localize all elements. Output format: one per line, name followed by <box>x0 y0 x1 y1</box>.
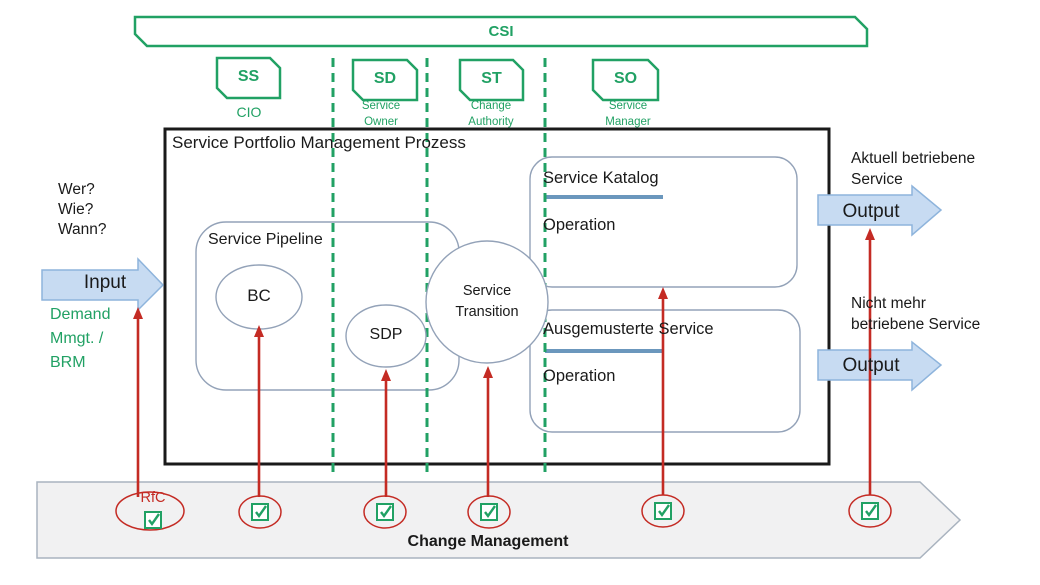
service-katalog-operation: Operation <box>543 216 616 234</box>
output-arrow-top <box>817 184 943 237</box>
arrow-to-bc <box>254 325 264 497</box>
bc-label: BC <box>247 286 271 305</box>
rfc-label: RfC <box>140 490 166 506</box>
checked-checkbox-icon <box>654 502 672 520</box>
badge-sd <box>351 58 419 102</box>
badge-ss-label: SS <box>237 68 260 85</box>
retired-service-title: Ausgemusterte Service <box>543 320 714 338</box>
checked-checkbox-icon <box>376 503 394 521</box>
role-label-change-authority: Change Authority <box>468 100 514 128</box>
badge-st <box>458 58 525 102</box>
service-katalog-underline <box>545 195 663 199</box>
rfc-ellipse <box>115 491 185 531</box>
badge-ss <box>215 56 282 100</box>
demand-line-1: Demand <box>50 306 111 323</box>
demand-line-3: BRM <box>50 354 86 371</box>
aktuell-line-2: Service <box>851 171 903 188</box>
checked-checkbox-icon <box>861 502 879 520</box>
sdp-ellipse <box>345 304 427 368</box>
change-management-arrow <box>36 481 962 559</box>
role-label-service-manager: Service Manager <box>605 100 651 128</box>
role-label-service-owner: Service Owner <box>361 100 401 128</box>
output-arrow-bottom-label: Output <box>842 355 900 376</box>
badge-so <box>591 58 660 102</box>
rfc-to-input-arrow <box>133 307 143 497</box>
badge-sd-label: SD <box>373 70 397 87</box>
question-wer: Wer? <box>58 181 95 198</box>
sdp-label: SDP <box>369 326 403 343</box>
service-transition-label-line2: Transition <box>455 304 519 320</box>
csi-label: CSI <box>488 23 514 40</box>
question-wie: Wie? <box>58 201 94 218</box>
service-katalog-box <box>529 156 798 288</box>
change-management-label: Change Management <box>407 533 569 550</box>
role-label-cio: CIO <box>236 104 262 120</box>
process-title: Service Portfolio Management Prozess <box>172 133 466 152</box>
service-katalog-title: Service Katalog <box>543 169 659 187</box>
retired-service-operation: Operation <box>543 367 616 385</box>
demand-line-2: Mmgt. / <box>50 330 104 347</box>
nicht-line-1: Nicht mehr <box>851 295 926 312</box>
input-arrow-label: Input <box>83 272 127 293</box>
service-transition-circle <box>425 240 549 364</box>
checked-checkbox-icon <box>251 503 269 521</box>
service-pipeline-label: Service Pipeline <box>208 231 323 248</box>
arrow-to-katalog <box>658 287 668 495</box>
badge-st-label: ST <box>481 70 502 87</box>
question-wann: Wann? <box>58 221 107 238</box>
checked-checkbox-icon <box>144 511 162 529</box>
output-arrow-top-label: Output <box>842 201 900 222</box>
nicht-line-2: betriebene Service <box>851 316 981 333</box>
csi-banner <box>133 15 869 48</box>
service-transition-label-line1: Service <box>462 283 512 299</box>
aktuell-line-1: Aktuell betriebene <box>851 150 976 167</box>
output-arrow-bottom <box>817 340 943 392</box>
badge-so-label: SO <box>613 70 638 87</box>
retired-service-underline <box>545 349 663 353</box>
input-arrow <box>41 257 165 312</box>
checked-checkbox-icon <box>480 503 498 521</box>
arrow-to-transition <box>483 366 493 497</box>
retired-service-box <box>529 309 801 433</box>
arrow-to-sdp <box>381 369 391 497</box>
arrow-to-output <box>865 228 875 495</box>
